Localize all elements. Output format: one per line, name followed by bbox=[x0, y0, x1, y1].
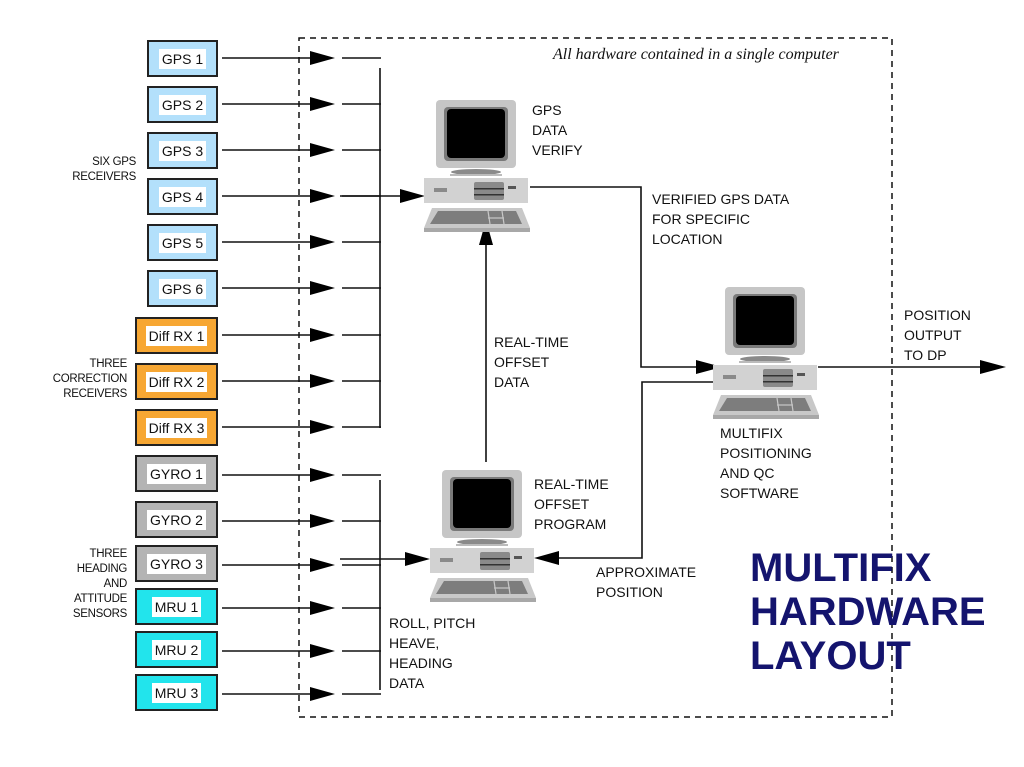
group-label-gps: SIX GPS RECEIVERS bbox=[72, 156, 136, 183]
multifix-label: MULTIFIX POSITIONING AND QC SOFTWARE bbox=[720, 425, 812, 501]
source-box-label: GPS 4 bbox=[158, 186, 207, 207]
verified-data-label: VERIFIED GPS DATA FOR SPECIFIC LOCATION bbox=[652, 191, 790, 247]
arrow-output-to-dp bbox=[980, 360, 1006, 374]
source-box-label: MRU 1 bbox=[151, 596, 202, 617]
source-box-label: GPS 3 bbox=[158, 140, 207, 161]
source-box-diff-rx-2: Diff RX 2 bbox=[135, 363, 218, 400]
arrow-into-offset-program bbox=[405, 552, 430, 566]
source-box-label: Diff RX 1 bbox=[145, 325, 208, 346]
source-box-mru-1: MRU 1 bbox=[135, 588, 218, 625]
source-box-gyro-2: GYRO 2 bbox=[135, 501, 218, 538]
source-arrows bbox=[222, 51, 381, 701]
source-arrowhead bbox=[310, 328, 335, 342]
arrow-into-offset-from-multifix bbox=[534, 551, 559, 565]
source-box-label: GPS 1 bbox=[158, 48, 207, 69]
verified-data-line bbox=[530, 186, 700, 368]
arrow-into-gps-verify-up bbox=[479, 220, 493, 245]
source-arrowhead bbox=[310, 644, 335, 658]
source-box-gyro-1: GYRO 1 bbox=[135, 455, 218, 492]
source-box-label: GYRO 3 bbox=[147, 553, 206, 574]
source-arrowhead bbox=[310, 374, 335, 388]
source-box-gps-2: GPS 2 bbox=[147, 86, 218, 123]
group-label-correction: THREE CORRECTION RECEIVERS bbox=[52, 358, 128, 400]
source-box-gps-6: GPS 6 bbox=[147, 270, 218, 307]
source-box-gps-3: GPS 3 bbox=[147, 132, 218, 169]
offset-program-label: REAL-TIME OFFSET PROGRAM bbox=[534, 476, 609, 532]
source-box-label: GYRO 1 bbox=[147, 463, 206, 484]
source-arrowhead bbox=[310, 97, 335, 111]
source-box-label: Diff RX 3 bbox=[145, 417, 208, 438]
output-label: POSITION OUTPUT TO DP bbox=[904, 307, 971, 363]
source-arrowhead bbox=[310, 235, 335, 249]
source-arrowhead bbox=[310, 51, 335, 65]
arrow-into-multifix bbox=[696, 360, 722, 374]
source-box-label: MRU 2 bbox=[151, 639, 202, 660]
source-box-mru-2: MRU 2 bbox=[135, 631, 218, 668]
source-box-label: GPS 2 bbox=[158, 94, 207, 115]
source-box-gps-4: GPS 4 bbox=[147, 178, 218, 215]
source-box-label: GYRO 2 bbox=[147, 509, 206, 530]
source-arrowhead bbox=[310, 558, 335, 572]
source-box-label: MRU 3 bbox=[151, 682, 202, 703]
arrow-into-gps-verify bbox=[400, 189, 425, 203]
gps-verify-label: GPS DATA VERIFY bbox=[532, 102, 583, 158]
source-box-label: GPS 5 bbox=[158, 232, 207, 253]
source-box-label: GPS 6 bbox=[158, 278, 207, 299]
offset-data-label: REAL-TIME OFFSET DATA bbox=[494, 334, 569, 390]
group-label-sensors: THREE HEADING AND ATTITUDE SENSORS bbox=[72, 548, 127, 620]
source-box-diff-rx-1: Diff RX 1 bbox=[135, 317, 218, 354]
source-box-gps-5: GPS 5 bbox=[147, 224, 218, 261]
source-box-diff-rx-3: Diff RX 3 bbox=[135, 409, 218, 446]
source-box-label: Diff RX 2 bbox=[145, 371, 208, 392]
multifix-computer-icon bbox=[712, 286, 820, 420]
source-box-gps-1: GPS 1 bbox=[147, 40, 218, 77]
source-arrowhead bbox=[310, 601, 335, 615]
source-arrowhead bbox=[310, 143, 335, 157]
source-box-mru-3: MRU 3 bbox=[135, 674, 218, 711]
single-computer-boundary bbox=[298, 37, 893, 718]
gps-verify-computer-icon bbox=[423, 99, 531, 233]
boundary-note: All hardware contained in a single compu… bbox=[553, 46, 839, 63]
source-arrowhead bbox=[310, 687, 335, 701]
source-arrowhead bbox=[310, 468, 335, 482]
motion-data-label: ROLL, PITCH HEAVE, HEADING DATA bbox=[389, 615, 476, 691]
source-arrowhead bbox=[310, 420, 335, 434]
source-arrowhead bbox=[310, 281, 335, 295]
source-arrowhead bbox=[310, 189, 335, 203]
source-arrowhead bbox=[310, 514, 335, 528]
offset-program-computer-icon bbox=[429, 469, 537, 603]
approx-position-label: APPROXIMATE POSITION bbox=[596, 564, 697, 600]
approx-position-line bbox=[555, 381, 720, 559]
diagram-title: MULTIFIX HARDWARE LAYOUT bbox=[750, 546, 986, 678]
source-box-gyro-3: GYRO 3 bbox=[135, 545, 218, 582]
